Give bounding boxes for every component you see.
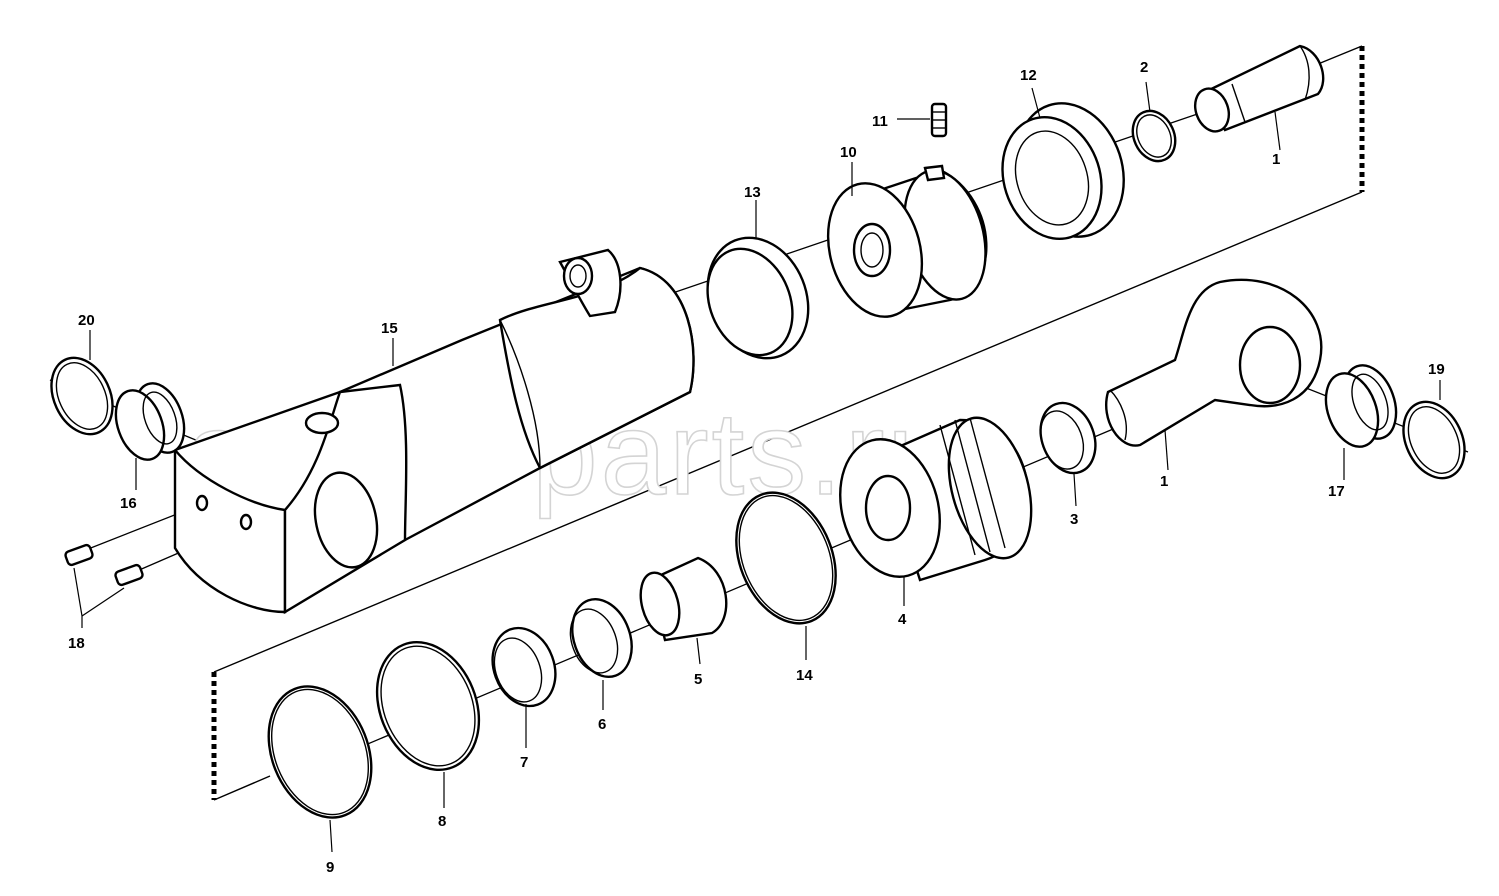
callout-10: 10: [840, 144, 857, 161]
part-1-rod-eye: [1105, 278, 1323, 447]
leader-lines: [73, 81, 1441, 853]
break-connector-bottom: [213, 775, 271, 801]
callout-7: 7: [520, 754, 528, 771]
callout-13: 13: [744, 184, 761, 201]
part-18-grease-nipples: [64, 543, 144, 587]
callout-6: 6: [598, 716, 606, 733]
callout-15: 15: [381, 320, 398, 337]
part-12-guide-ring: [1001, 102, 1125, 241]
part-13-wear-ring: [706, 236, 810, 360]
part-14-o-ring: [735, 491, 837, 625]
part-11-set-screw: [930, 102, 948, 138]
part-10-piston: [826, 164, 988, 318]
callout-12: 12: [1020, 67, 1037, 84]
callout-3: 3: [1070, 511, 1078, 528]
part-15-cylinder-tube: [173, 248, 695, 615]
part-1-piston-rod-top: [1193, 44, 1325, 133]
callout-4: 4: [898, 611, 907, 628]
part-7-rod-seal: [491, 626, 557, 708]
part-17-bushing: [1324, 364, 1398, 448]
part-9-o-ring: [267, 685, 373, 819]
part-6-wiper: [569, 598, 633, 678]
callout-17: 17: [1328, 483, 1345, 500]
callout-14: 14: [796, 667, 813, 684]
break-connector-upper: [213, 191, 1363, 673]
part-5-bushing: [639, 556, 728, 642]
callout-20: 20: [78, 312, 95, 329]
part-20-circlip: [50, 356, 114, 436]
callout-18: 18: [68, 635, 85, 652]
callout-11: 11: [872, 113, 888, 130]
part-16-bushing: [114, 382, 186, 461]
part-2-o-ring: [1131, 109, 1177, 163]
part-4-cylinder-head: [839, 416, 1033, 582]
callout-9: 9: [326, 859, 334, 876]
break-connector-lower: [1317, 45, 1363, 65]
callout-5: 5: [694, 671, 702, 688]
callout-16: 16: [120, 495, 137, 512]
callout-19: 19: [1428, 361, 1445, 378]
callout-1-upper: 1: [1272, 151, 1280, 168]
callout-8: 8: [438, 813, 446, 830]
part-3-seal: [1039, 401, 1097, 475]
callout-2: 2: [1140, 59, 1148, 76]
part-8-back-up-ring: [375, 641, 481, 771]
callout-1-lower: 1: [1160, 473, 1168, 490]
part-19-circlip: [1402, 400, 1466, 480]
